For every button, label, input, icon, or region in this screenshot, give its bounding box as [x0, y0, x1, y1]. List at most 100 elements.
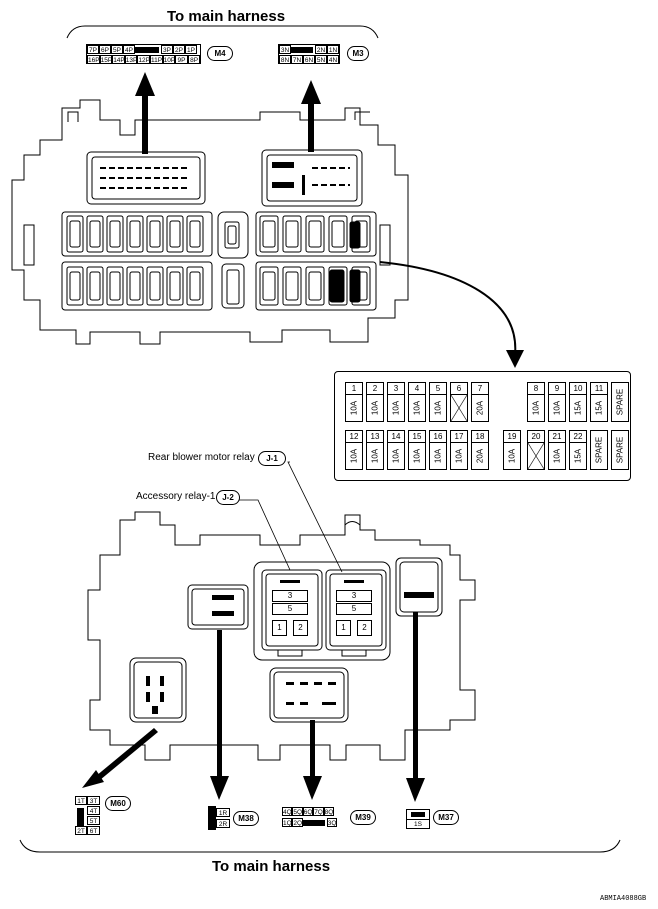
j2-leader [238, 499, 291, 571]
fuse-slot [149, 220, 161, 248]
fuse-rating-text: 20A [475, 448, 485, 464]
fuse-slot [349, 221, 361, 249]
top-bracket [66, 25, 379, 39]
pin-6Q: 6Q [302, 807, 314, 816]
fuse-rating: SPARE [611, 382, 629, 422]
fuse-rating-text: 10A [412, 448, 422, 464]
pin-14P: 14P [112, 55, 125, 64]
pin-2T: 2T [75, 826, 87, 835]
fuse-rating: 15A [569, 442, 587, 470]
upper-fuse-slots [66, 215, 371, 306]
rear-blower-relay-badge: J-1 [258, 451, 286, 466]
fuse-slot [285, 220, 299, 248]
pin-blank [135, 47, 159, 53]
fuse-slot [189, 271, 201, 301]
fuse-rating: 10A [548, 394, 566, 422]
top-harness-title: To main harness [167, 8, 286, 25]
fuse-rating: 10A [345, 442, 363, 470]
fuse-rating: 10A [429, 394, 447, 422]
fuse-slot [308, 220, 322, 248]
pin-13P: 13P [124, 55, 138, 64]
fuse-slot [89, 220, 101, 248]
fuse-slot [262, 271, 276, 301]
fuse-slot [189, 220, 201, 248]
fuse-slot [149, 271, 161, 301]
fuse-rating-text: SPARE [594, 436, 604, 464]
m60-blank [77, 808, 84, 826]
pin-4T: 4T [87, 806, 100, 815]
fuse-rating: 10A [408, 394, 426, 422]
pin-8Q: 8Q [323, 807, 334, 816]
fuse-rating-text: SPARE [615, 388, 625, 416]
upper-fuse-block [11, 99, 409, 345]
fuse-rating: SPARE [611, 430, 629, 470]
fuse-rating-text: 10A [370, 400, 380, 416]
relay-terminal-1: 1 [336, 620, 351, 636]
j1-leader [287, 461, 343, 573]
relay-latch [280, 580, 300, 583]
pin-5N: 5N [315, 55, 327, 64]
pin-1N: 1N [327, 45, 339, 54]
pin-11P: 11P [150, 55, 163, 64]
pin-5T: 5T [87, 816, 100, 825]
fuse-rating-text: 10A [433, 448, 443, 464]
pin-2N: 2N [315, 45, 327, 54]
pin-1R: 1R [216, 808, 230, 817]
fuse-rating: 10A [387, 394, 405, 422]
lower-arrows [82, 612, 425, 802]
pin-blank [302, 820, 325, 826]
fuse-rating-text: 15A [594, 400, 604, 416]
pin-1P: 1P [185, 45, 197, 54]
pin-5Q: 5Q [292, 807, 303, 816]
fuse-rating-text: 10A [412, 400, 422, 416]
pin-7N: 7N [291, 55, 303, 64]
fuse-slot [285, 271, 299, 301]
fuse-rating-text: 15A [573, 400, 583, 416]
m38-badge: M38 [233, 811, 259, 826]
fuse-rating-text: 15A [573, 448, 583, 464]
relay-terminal-1: 1 [272, 620, 287, 636]
fuse-slot [109, 220, 121, 248]
pin-2R: 2R [216, 819, 230, 828]
fuse-slot [109, 271, 121, 301]
fuse-empty [527, 442, 545, 470]
pin-3T: 3T [87, 796, 100, 805]
relay-terminal-3: 3 [336, 590, 372, 602]
relay-latch [344, 580, 364, 583]
pin-6T: 6T [87, 826, 100, 835]
fuse-rating: 10A [366, 394, 384, 422]
pin-1S: 1S [406, 819, 430, 829]
pin-3Q: 3Q [326, 818, 338, 827]
fuse-rating-text: 10A [391, 448, 401, 464]
fuse-rating: 10A [345, 394, 363, 422]
fuse-rating: 15A [569, 394, 587, 422]
pin-1Q: 1Q [282, 818, 293, 827]
pin-2Q: 2Q [292, 818, 303, 827]
fuse-rating-text: 10A [454, 448, 464, 464]
fuse-empty [450, 394, 468, 422]
fuse-rating: 20A [471, 394, 489, 422]
fuse-slot [129, 220, 141, 248]
m3-badge: M3 [347, 46, 369, 61]
lower-connector-slots [146, 592, 434, 714]
fuse-slot [69, 271, 81, 301]
rear-blower-relay-label: Rear blower motor relay [148, 452, 255, 463]
pin-6N: 6N [303, 55, 315, 64]
pin-8N: 8N [279, 55, 291, 64]
fuse-rating-text: 10A [391, 400, 401, 416]
fuse-slot [262, 220, 276, 248]
figure-id: ABMIA4088GB [600, 895, 647, 903]
fuse-rating-text: 10A [349, 448, 359, 464]
pin-2P: 2P [173, 45, 185, 54]
upper-arrows [135, 72, 321, 154]
pin-3P: 3P [161, 45, 173, 54]
pin-9P: 9P [175, 55, 188, 64]
pin-12P: 12P [137, 55, 150, 64]
fuse-rating-text: 10A [507, 448, 517, 464]
pin-16P: 16P [87, 55, 100, 64]
pin-3N: 3N [279, 45, 291, 54]
fuse-rating: 15A [590, 394, 608, 422]
m37-badge: M37 [433, 810, 459, 825]
